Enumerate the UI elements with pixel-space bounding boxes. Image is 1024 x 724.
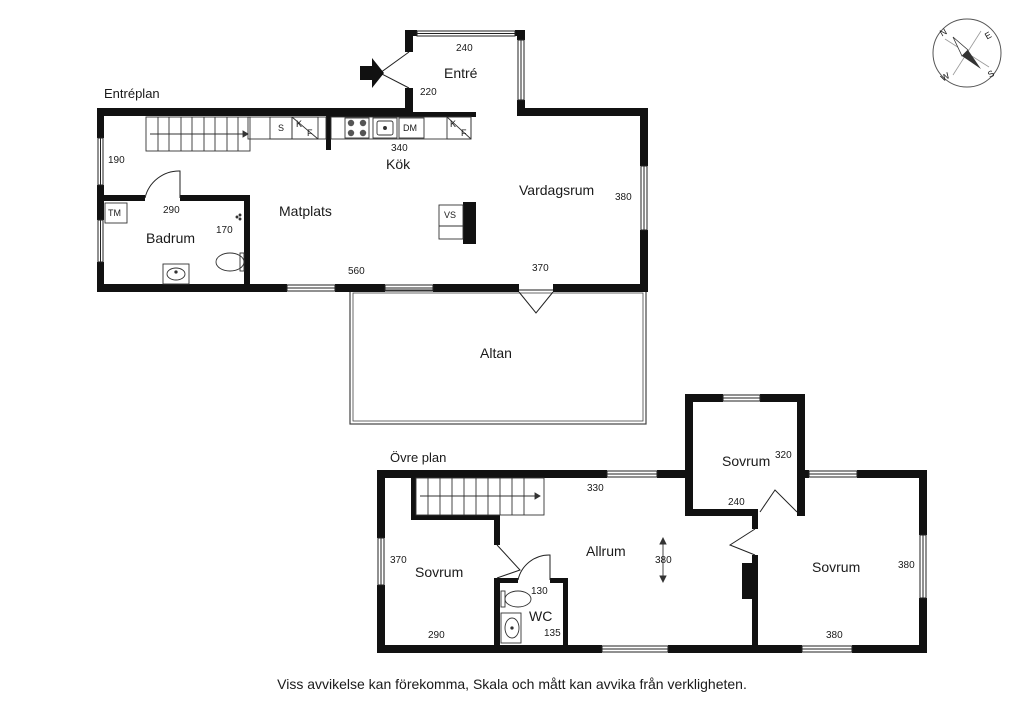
dim-allrum-width: 330: [587, 483, 604, 494]
room-label-badrum: Badrum: [146, 230, 195, 246]
fixture-tm: TM: [108, 208, 121, 218]
compass-s: S: [986, 68, 996, 80]
room-label-allrum: Allrum: [586, 543, 626, 559]
fixture-k: K: [296, 119, 302, 129]
compass-n: N: [938, 26, 949, 38]
upper-floor: Övre plan Sovrum Allrum Sovrum Sovrum WC…: [377, 394, 927, 653]
fixture-s: S: [278, 123, 284, 133]
upper-stairs: [415, 477, 545, 516]
ground-windows: [97, 30, 648, 292]
fixture-vs: VS: [444, 210, 456, 220]
room-label-sovrum-top: Sovrum: [722, 453, 770, 469]
upper-floor-title: Övre plan: [390, 450, 446, 465]
dim-allrum-height: 380: [655, 555, 672, 566]
dim-matplats-width: 560: [348, 266, 365, 277]
fixture-dm: DM: [403, 123, 417, 133]
dim-sovrum-right-width: 380: [826, 630, 843, 641]
dim-vardagsrum-height: 380: [615, 192, 632, 203]
dim-sovrum-top-width: 240: [728, 497, 745, 508]
dim-entre-width: 240: [456, 43, 473, 54]
dim-vardagsrum-width: 370: [532, 263, 549, 274]
upper-doors: [496, 489, 798, 581]
upper-walls: [377, 394, 927, 653]
room-label-vardagsrum: Vardagsrum: [519, 182, 594, 198]
fixture-f2: F: [461, 128, 467, 138]
dim-left-height: 190: [108, 155, 125, 166]
compass-w: W: [939, 70, 952, 83]
dim-sovrum-top-height: 320: [775, 450, 792, 461]
dim-sovrum-left-height: 370: [390, 555, 407, 566]
ground-floor: Entréplan Entré Kök Vardagsrum Matplats …: [97, 30, 648, 425]
dim-sovrum-left-width: 290: [428, 630, 445, 641]
room-label-sovrum-left: Sovrum: [415, 564, 463, 580]
dim-wc-width: 130: [531, 586, 548, 597]
room-label-matplats: Matplats: [279, 203, 332, 219]
dim-badrum-width: 290: [163, 205, 180, 216]
room-label-entre: Entré: [444, 65, 478, 81]
dim-badrum-height: 170: [216, 225, 233, 236]
room-label-altan: Altan: [480, 345, 512, 361]
compass-e: E: [983, 30, 993, 42]
room-label-wc: WC: [529, 608, 552, 624]
entrance-arrow-icon: [360, 58, 384, 88]
ground-floor-title: Entréplan: [104, 86, 160, 101]
footer-disclaimer: Viss avvikelse kan förekomma, Skala och …: [277, 676, 747, 692]
dim-sovrum-right-height: 380: [898, 560, 915, 571]
fixture-k2: K: [450, 119, 456, 129]
dim-wc-height: 135: [544, 628, 561, 639]
kitchen-fixtures: [104, 116, 472, 285]
room-label-kok: Kök: [386, 156, 411, 172]
ground-stairs: [145, 116, 251, 152]
compass-icon: N E S W: [932, 18, 1002, 88]
upper-windows: [377, 394, 927, 653]
wc-fixtures: [500, 536, 667, 644]
fixture-f: F: [307, 128, 313, 138]
dim-entre-height: 220: [420, 87, 437, 98]
ground-walls: [97, 30, 648, 292]
room-label-sovrum-right: Sovrum: [812, 559, 860, 575]
dim-kok: 340: [391, 143, 408, 154]
